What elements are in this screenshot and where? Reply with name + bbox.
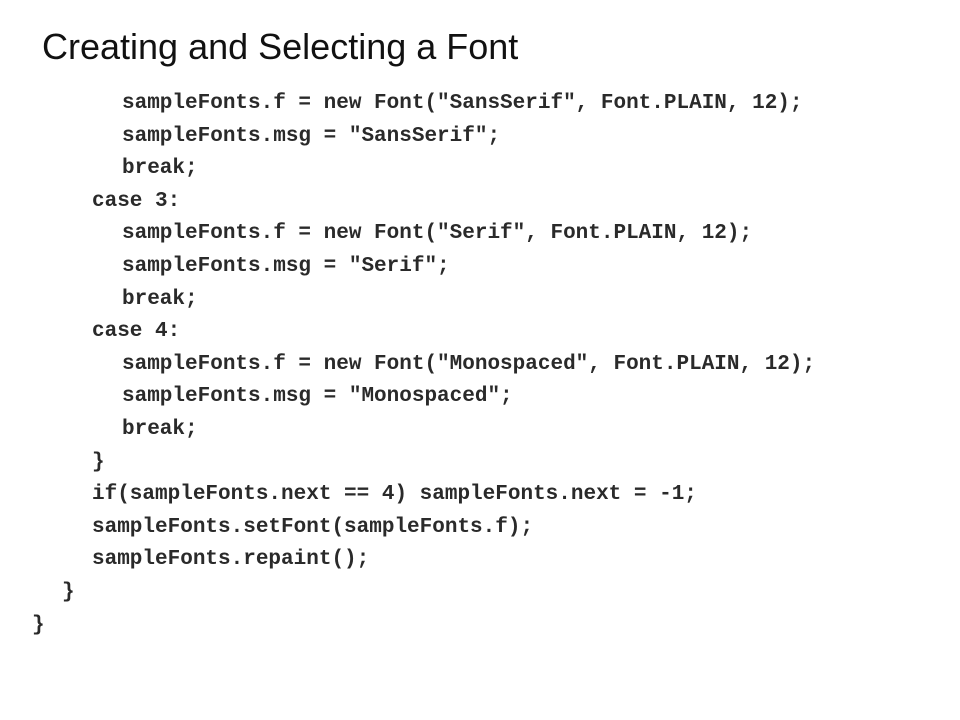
- code-line: if(sampleFonts.next == 4) sampleFonts.ne…: [92, 483, 697, 507]
- code-line: break;: [122, 157, 198, 181]
- code-line: sampleFonts.msg = "SansSerif";: [122, 124, 501, 148]
- code-line: sampleFonts.f = new Font("SansSerif", Fo…: [122, 92, 803, 115]
- code-listing: sampleFonts.f = new Font("SansSerif", Fo…: [30, 88, 815, 642]
- code-line: sampleFonts.msg = "Monospaced";: [122, 385, 513, 409]
- code-line: sampleFonts.msg = "Serif";: [122, 254, 450, 278]
- code-line: }: [92, 450, 105, 474]
- code-line: sampleFonts.repaint();: [92, 548, 370, 572]
- code-line: }: [32, 613, 45, 637]
- code-line: sampleFonts.f = new Font("Serif", Font.P…: [122, 222, 753, 246]
- code-line: break;: [122, 287, 198, 311]
- code-line: case 3:: [92, 189, 181, 213]
- slide-title: Creating and Selecting a Font: [42, 26, 519, 67]
- code-line: sampleFonts.f = new Font("Monospaced", F…: [122, 352, 816, 376]
- code-line: }: [62, 580, 75, 604]
- code-line: break;: [122, 417, 198, 441]
- code-line: sampleFonts.setFont(sampleFonts.f);: [92, 515, 534, 539]
- code-line: case 4:: [92, 320, 181, 344]
